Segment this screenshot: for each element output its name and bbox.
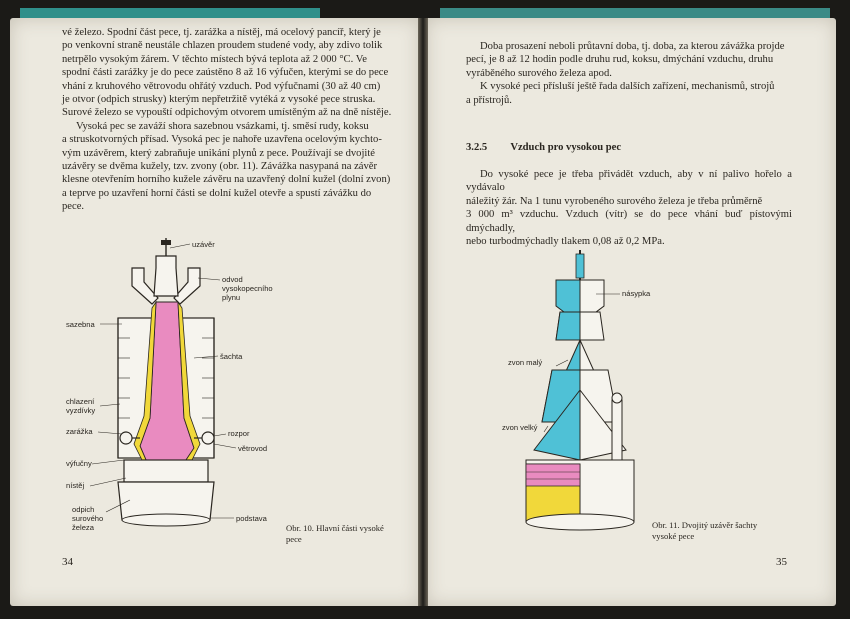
label-rozpor: rozpor — [228, 429, 250, 438]
figure-11-caption: Obr. 11. Dvojitý uzávěr šachty vysoké pe… — [652, 520, 758, 541]
left-paragraph-2: Vysoká pec se zaváží shora sazebnou vsáz… — [62, 120, 391, 213]
right-paragraph-2: K vysoké peci přísluší ještě řada dalšíc… — [466, 81, 775, 106]
label-nasypka: násypka — [622, 289, 651, 298]
right-paragraph-1: Doba prosazení neboli průtavní doba, tj.… — [466, 41, 785, 79]
left-paragraph-1: vé železo. Spodní část pece, tj. zarážka… — [62, 27, 392, 119]
label-plynu: plynu — [222, 293, 240, 302]
label-vetrovod: větrovod — [238, 444, 267, 453]
label-podstava: podstava — [236, 514, 268, 523]
label-odpich: odpich — [72, 505, 94, 514]
label-chlazeni: chlazení — [66, 397, 95, 406]
section-title: Vzduch pro vysokou pec — [510, 142, 622, 153]
label-suroveho: surového — [72, 514, 103, 523]
left-body-text: vé železo. Spodní část pece, tj. zarážka… — [62, 26, 394, 214]
label-zvon-velky: zvon velký — [502, 423, 538, 432]
label-zarazka: zarážka — [66, 427, 93, 436]
page-number-right: 35 — [776, 556, 787, 568]
label-nistej: nístěj — [66, 481, 84, 490]
label-uzaver: uzávěr — [192, 240, 215, 249]
book-cover-edge-left — [20, 8, 320, 18]
label-zvon-maly: zvon malý — [508, 358, 542, 367]
label-sachta: šachta — [220, 352, 243, 361]
label-vyzdivky: vyzdívky — [66, 406, 95, 415]
left-page — [10, 18, 420, 606]
blast-furnace-diagram: uzávěr odvod vysokopecního plynu sazebna… — [66, 238, 273, 532]
label-zeleza: železa — [72, 523, 95, 532]
label-odvod: odvod — [222, 275, 243, 284]
section-number: 3.2.5 — [466, 142, 488, 153]
figure-10-caption: Obr. 10. Hlavní části vysoké pece — [286, 523, 384, 544]
right-body-text: Doba prosazení neboli průtavní doba, tj.… — [466, 40, 792, 107]
book-cover-edge-right — [440, 8, 830, 18]
label-sazebna: sazebna — [66, 320, 95, 329]
label-vysokopecniho: vysokopecního — [222, 284, 273, 293]
double-bell-diagram: násypka zvon malý zvon velký — [502, 250, 651, 531]
section-heading: 3.2.5 Vzduch pro vysokou pec — [466, 142, 621, 153]
label-vyfucny: výfučny — [66, 459, 92, 468]
section-paragraph: Do vysoké pece je třeba přivádět vzduch,… — [466, 169, 792, 248]
book-spine — [418, 18, 428, 606]
page-number-left: 34 — [62, 556, 73, 568]
